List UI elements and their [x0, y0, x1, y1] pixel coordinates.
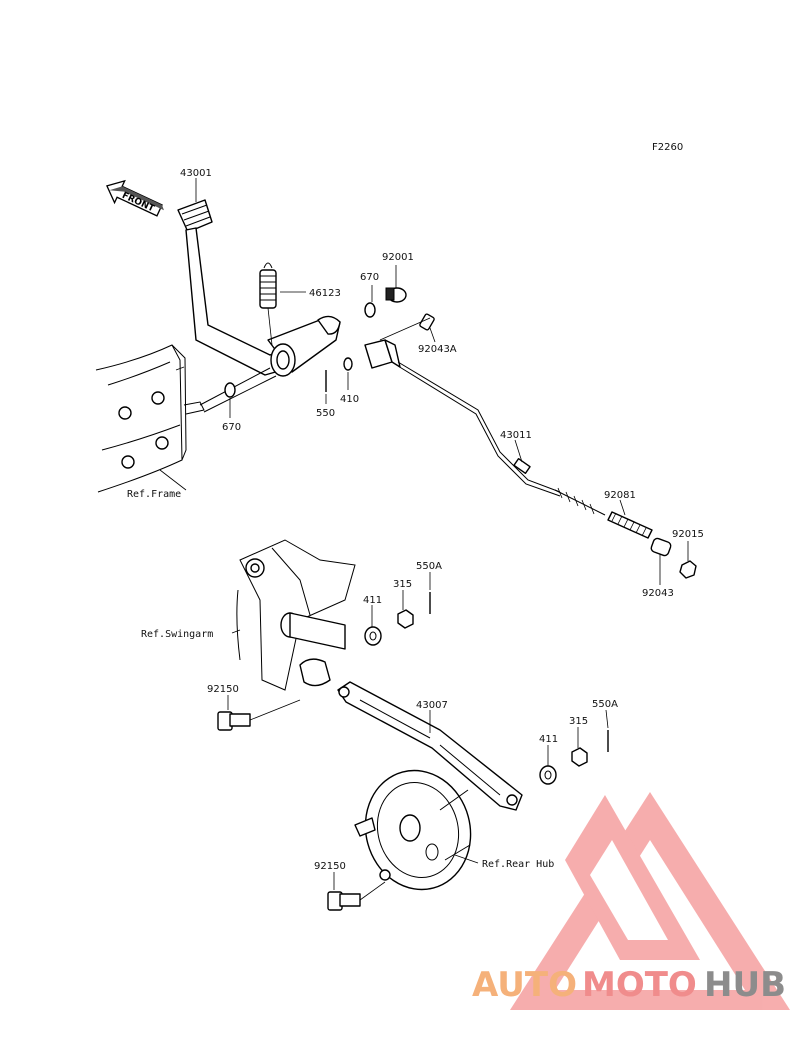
- label-bolt-92150-top: 92150: [207, 684, 239, 695]
- label-washer-411-bottom: 411: [539, 734, 558, 745]
- watermark-part3: HUB: [704, 965, 786, 1005]
- label-washer-top: 92001: [382, 252, 414, 263]
- rear-hub-ref: [354, 769, 472, 891]
- bolt-92150-top: [217, 699, 301, 731]
- nut-315-top: [397, 609, 414, 629]
- spring: [259, 262, 277, 346]
- frame-ref: [95, 344, 205, 493]
- watermark-part2: MOTO: [582, 965, 697, 1005]
- swingarm-ref: [236, 539, 356, 691]
- oring-left: [224, 382, 236, 398]
- label-pin: 92043A: [418, 344, 457, 355]
- label-bolt-92150-bottom: 92150: [314, 861, 346, 872]
- label-washer-410: 410: [340, 394, 359, 405]
- cable-spring: [607, 511, 653, 539]
- label-nut-315-bottom: 315: [569, 716, 588, 727]
- label-oring-top: 670: [360, 272, 379, 283]
- figure-code: F2260: [652, 142, 683, 153]
- pin-92043a: [379, 313, 435, 341]
- label-nut-315-top: 315: [393, 579, 412, 590]
- label-ref-swingarm: Ref.Swingarm: [141, 629, 213, 640]
- watermark-part1: AUTO: [472, 965, 577, 1005]
- watermark-text: AUTO MOTO HUB: [472, 965, 786, 1005]
- label-torque-link: 43007: [416, 700, 448, 711]
- watermark-logo: [510, 792, 790, 1010]
- brake-pedal: [177, 199, 341, 413]
- label-nut-92015: 92015: [672, 529, 704, 540]
- label-brake-cable: 43011: [500, 430, 532, 441]
- brake-cable: [397, 361, 606, 516]
- front-arrow: FRONT: [106, 179, 164, 217]
- label-ref-rear-hub: Ref.Rear Hub: [482, 859, 554, 870]
- joint-92043: [650, 537, 672, 585]
- oring-top: [364, 302, 376, 318]
- washer-411-top: [364, 626, 382, 646]
- washer-92001: [385, 287, 407, 303]
- label-cable-spring: 92081: [604, 490, 636, 501]
- washer-411-bottom: [539, 765, 557, 785]
- nut-92015: [679, 541, 697, 579]
- label-oring-left: 670: [222, 422, 241, 433]
- label-washer-411-top: 411: [363, 595, 382, 606]
- label-joint-92043: 92043: [642, 588, 674, 599]
- leader-lines: [159, 178, 626, 890]
- cable-clevis: [364, 339, 401, 369]
- bolt-92150-bottom: [327, 881, 386, 911]
- label-spring: 46123: [309, 288, 341, 299]
- label-brake-pedal: 43001: [180, 168, 212, 179]
- label-ref-frame: Ref.Frame: [127, 489, 181, 500]
- label-cotter-pin-550a-top: 550A: [416, 561, 442, 572]
- label-cotter-pin-550: 550: [316, 408, 335, 419]
- washer-410: [343, 357, 353, 371]
- label-cotter-pin-550a-bottom: 550A: [592, 699, 618, 710]
- torque-link: [337, 681, 523, 811]
- nut-315-bottom: [571, 747, 588, 767]
